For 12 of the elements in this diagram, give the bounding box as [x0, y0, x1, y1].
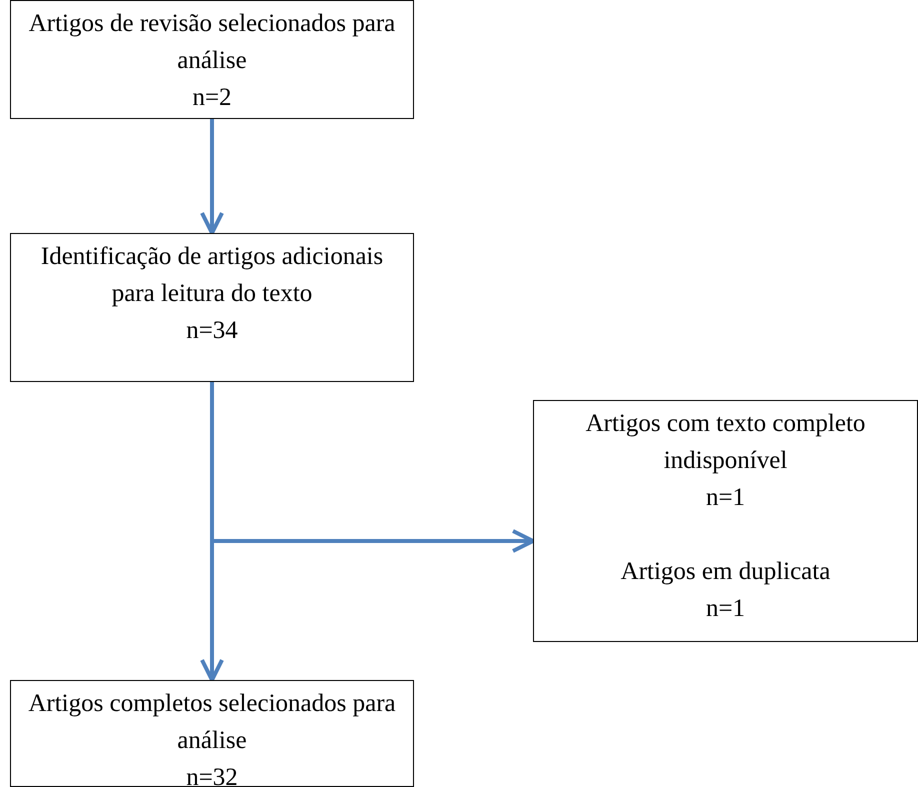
box-text: n=34 — [186, 316, 238, 346]
box-text: n=32 — [186, 763, 238, 787]
process-box — [533, 400, 918, 642]
arrow — [210, 382, 535, 553]
process-box — [10, 233, 414, 382]
box-text: n=1 — [706, 483, 746, 513]
box-text: n=1 — [706, 594, 746, 624]
box-text: n=2 — [192, 83, 232, 113]
process-box — [10, 0, 414, 119]
process-box — [10, 680, 414, 787]
box-text: Artigos em duplicata — [620, 557, 830, 587]
arrow — [200, 119, 224, 235]
